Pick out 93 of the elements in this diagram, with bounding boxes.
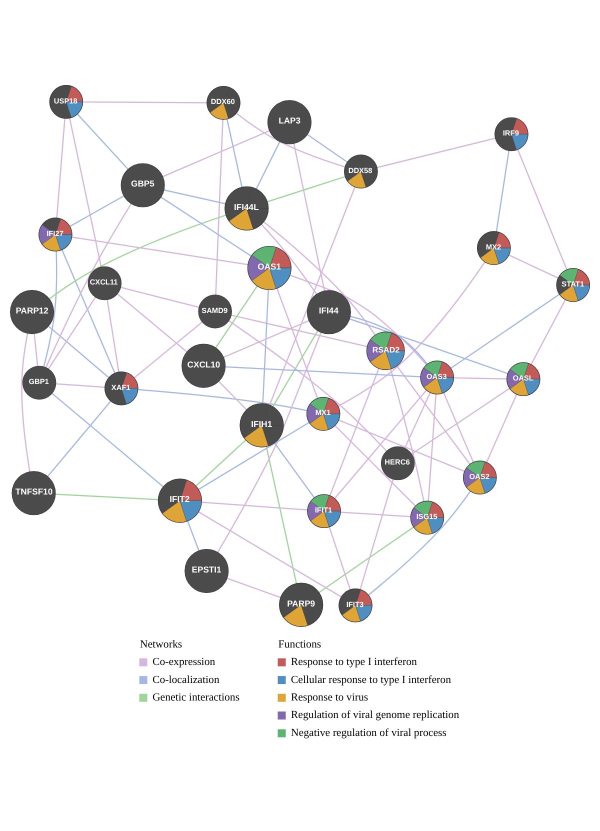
node-circle: LAP3 bbox=[267, 100, 312, 144]
connector bbox=[454, 376, 507, 379]
connector bbox=[517, 149, 568, 270]
connector bbox=[217, 332, 322, 552]
connector bbox=[349, 318, 508, 374]
connector bbox=[411, 387, 510, 454]
connector bbox=[47, 400, 112, 476]
connector bbox=[61, 249, 116, 373]
connector bbox=[307, 134, 348, 162]
connector bbox=[340, 511, 411, 517]
connector bbox=[120, 286, 199, 308]
connector bbox=[450, 293, 560, 368]
connector bbox=[428, 394, 437, 501]
connector bbox=[198, 510, 342, 597]
connector bbox=[256, 140, 280, 189]
connector bbox=[48, 214, 226, 299]
legend-label: Co-expression bbox=[152, 656, 216, 668]
connector bbox=[226, 118, 243, 187]
node-circle: TNFSF10 bbox=[12, 470, 56, 515]
connector bbox=[227, 577, 281, 598]
connector bbox=[48, 296, 96, 369]
connector bbox=[276, 288, 318, 398]
connector bbox=[231, 314, 368, 347]
connector bbox=[56, 382, 105, 388]
connector bbox=[334, 389, 427, 498]
connector bbox=[334, 424, 416, 506]
connector bbox=[164, 188, 226, 204]
connector bbox=[21, 332, 30, 472]
connector bbox=[55, 493, 158, 500]
connector bbox=[404, 392, 431, 448]
connector bbox=[368, 490, 471, 595]
legend-label: Negative regulation of viral process bbox=[290, 726, 447, 738]
connector bbox=[106, 299, 120, 372]
connector bbox=[263, 220, 376, 335]
legend-label: Cellular response to type I interferon bbox=[290, 673, 452, 686]
legend-label: Co-localization bbox=[152, 673, 220, 686]
connector bbox=[293, 142, 326, 290]
connector bbox=[338, 261, 486, 406]
connector bbox=[72, 236, 248, 265]
connector bbox=[274, 442, 315, 498]
connector bbox=[82, 100, 207, 103]
connector bbox=[262, 289, 269, 403]
label: Functions bbox=[278, 638, 322, 650]
connector bbox=[390, 368, 424, 501]
connector bbox=[328, 526, 351, 590]
connector bbox=[43, 250, 58, 366]
connector bbox=[202, 501, 308, 510]
connector bbox=[198, 421, 310, 490]
connector bbox=[329, 368, 380, 496]
connector bbox=[338, 419, 465, 472]
connector bbox=[52, 392, 164, 487]
legend-label: Regulation of viral genome replication bbox=[290, 708, 460, 721]
connector bbox=[215, 118, 224, 294]
connector bbox=[187, 520, 200, 550]
connector bbox=[218, 380, 247, 410]
connector bbox=[267, 176, 346, 202]
connector bbox=[486, 394, 518, 462]
connector bbox=[45, 202, 132, 368]
legend-label: Response to type I interferon bbox=[290, 656, 417, 668]
connector bbox=[77, 113, 128, 170]
node-circle: GBP5 bbox=[120, 162, 165, 207]
connector bbox=[69, 118, 102, 267]
connector bbox=[134, 321, 203, 378]
connector bbox=[508, 254, 558, 278]
connector bbox=[236, 112, 346, 168]
node-circle: CXCL10 bbox=[182, 343, 226, 388]
node-circle: EPSTI1 bbox=[184, 548, 229, 593]
label: Networks bbox=[140, 638, 182, 650]
connector bbox=[443, 392, 474, 462]
connector bbox=[117, 293, 188, 352]
connector bbox=[48, 325, 110, 378]
connector bbox=[215, 285, 258, 348]
connector bbox=[530, 298, 566, 364]
legend-label: Genetic interactions bbox=[152, 690, 240, 703]
node-circle: PARP12 bbox=[10, 290, 54, 334]
connector bbox=[496, 150, 510, 232]
connector bbox=[56, 118, 66, 218]
connector bbox=[196, 439, 246, 486]
connector bbox=[261, 223, 318, 294]
connector bbox=[318, 526, 414, 592]
connector bbox=[138, 388, 308, 411]
connector bbox=[266, 446, 298, 584]
connector bbox=[360, 478, 394, 590]
legend-label: Response to virus bbox=[290, 690, 368, 703]
connector bbox=[225, 366, 421, 377]
connector bbox=[162, 130, 270, 177]
connector bbox=[34, 333, 38, 366]
node-circle: IFI44 bbox=[306, 290, 351, 334]
connector bbox=[290, 274, 427, 365]
connector bbox=[223, 320, 310, 358]
connector bbox=[70, 194, 124, 226]
connector bbox=[376, 137, 496, 168]
connector bbox=[272, 330, 318, 406]
